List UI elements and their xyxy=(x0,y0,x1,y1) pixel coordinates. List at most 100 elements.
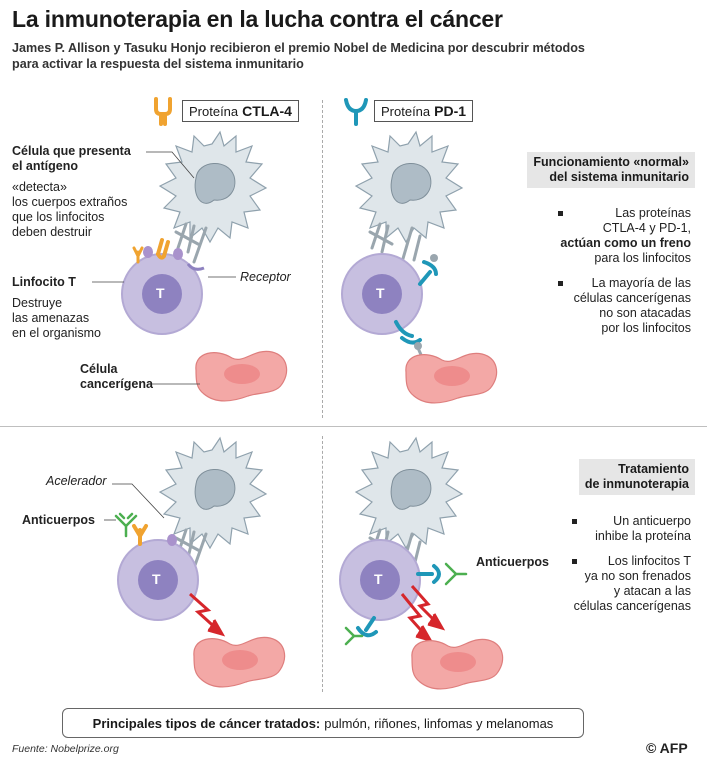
treatment-heading-line-1: Tratamiento xyxy=(618,462,689,476)
antibodies-label-right: Anticuerpos xyxy=(476,555,549,569)
divider-horizontal xyxy=(0,426,707,427)
treatment-bullet-2: Los linfocitos T ya no son frenados y at… xyxy=(571,554,691,614)
normal-b1-line-3: actúan como un freno xyxy=(560,236,691,250)
b7-ligand-top-left xyxy=(143,246,183,260)
treatment-b2-line-2: ya no son frenados xyxy=(584,569,691,583)
normal-b2-line-2: células cancerígenas xyxy=(573,291,691,305)
treatment-heading-line-2: de inmunoterapia xyxy=(584,477,689,491)
apc-title-line-2: el antígeno xyxy=(12,159,78,173)
tcell-desc-line-3: en el organismo xyxy=(12,326,101,340)
cancer-types-value: pulmón, riñones, linfomas y melanomas xyxy=(324,715,554,731)
tcell-desc-line-2: las amenazas xyxy=(12,311,90,325)
apc-cell-bottom-left xyxy=(159,437,267,549)
normal-bullets: Las proteínas CTLA-4 y PD-1, actúan como… xyxy=(558,206,691,346)
accelerator-label: Acelerador xyxy=(46,474,107,488)
tcr-mhc-top-right xyxy=(368,222,422,264)
normal-b2-line-4: por los linfocitos xyxy=(601,321,691,335)
ctla4-bound-top-left xyxy=(156,238,170,260)
afp-logo: © AFP xyxy=(646,740,688,756)
ctla4-bottom-left xyxy=(132,524,148,546)
page-title: La inmunoterapia en la lucha contra el c… xyxy=(12,6,503,32)
tcell-top-right xyxy=(341,253,423,335)
tcell-letter-bottom-left: T xyxy=(152,571,161,587)
ctla4-free-top-left xyxy=(132,246,144,264)
b7-ligand-bottom-left xyxy=(167,534,177,546)
cancer-cell-bottom-left xyxy=(193,636,286,688)
treatment-b2-line-4: células cancerígenas xyxy=(573,599,691,613)
treatment-bullets: Un anticuerpo inhibe la proteína Los lin… xyxy=(571,514,691,624)
antibody-bottom-right-2 xyxy=(344,626,364,646)
bullet-square-icon xyxy=(558,281,564,286)
treatment-b2-line-1: Los linfocitos T xyxy=(607,554,691,568)
antibodies-label-left: Anticuerpos xyxy=(22,513,95,527)
receptor-line-top-left xyxy=(186,263,205,271)
tcell-bottom-left xyxy=(117,539,199,621)
apc-desc-line-2: los cuerpos extraños xyxy=(12,195,128,209)
normal-b2-line-3: no son atacadas xyxy=(599,306,691,320)
apc-desc-line-1: «detecta» xyxy=(12,180,67,194)
header-ctla4: Proteína CTLA-4 xyxy=(150,96,299,126)
bullet-square-icon xyxy=(571,519,577,524)
tcell-letter-bottom-right: T xyxy=(374,571,383,587)
subtitle-line-2: para activar la respuesta del sistema in… xyxy=(12,57,304,71)
header-ctla4-prefix: Proteína xyxy=(189,103,239,119)
treatment-b1-line-1: Un anticuerpo xyxy=(613,514,691,528)
normal-b2-line-1: La mayoría de las xyxy=(591,276,691,290)
antibody-bottom-left xyxy=(114,512,138,538)
cancer-cell-top-left xyxy=(195,350,288,402)
cancer-cell-bottom-right xyxy=(411,638,504,690)
normal-heading-line-2: del sistema inmunitario xyxy=(549,170,689,184)
tcell-desc-line-1: Destruye xyxy=(12,296,63,310)
ctla4-receptor-icon xyxy=(154,97,172,126)
leader-lines-bottom-left xyxy=(104,483,165,521)
apc-desc-line-4: deben destruir xyxy=(12,225,92,239)
bullet-square-icon xyxy=(558,211,564,216)
header-pd1-box: Proteína PD-1 xyxy=(374,100,474,122)
page-subtitle: James P. Allison y Tasuku Honjo recibier… xyxy=(12,40,692,72)
normal-heading-line-1: Funcionamiento «normal» xyxy=(533,155,689,169)
apc-cell-top-right xyxy=(355,131,463,243)
header-pd1-prefix: Proteína xyxy=(381,103,431,119)
apc-desc-line-3: que los linfocitos xyxy=(12,210,105,224)
tcell-top-left xyxy=(121,253,203,335)
treatment-state-heading: Tratamiento de inmunoterapia xyxy=(578,459,695,495)
divider-bottom xyxy=(322,436,323,692)
header-ctla4-box: Proteína CTLA-4 xyxy=(182,100,299,122)
tcell-bottom-right xyxy=(339,539,421,621)
normal-state-heading: Funcionamiento «normal» del sistema inmu… xyxy=(527,152,695,188)
apc-title-line-1: Célula que presenta xyxy=(12,144,131,158)
pd1-bound-top-right xyxy=(394,260,438,345)
leader-lines-top-left xyxy=(92,151,236,385)
divider-top xyxy=(322,100,323,418)
attack-arrows-bottom-right xyxy=(400,585,446,643)
normal-b1-line-4: para los linfocitos xyxy=(594,251,691,265)
attack-arrow-bottom-left xyxy=(189,592,226,637)
treatment-b1-line-2: inhibe la proteína xyxy=(595,529,691,543)
antibody-bottom-right-1 xyxy=(444,562,468,586)
pdl1-ligand-top-right xyxy=(414,254,438,350)
header-pd1-name: PD-1 xyxy=(434,103,467,119)
bullet-square-icon xyxy=(571,559,577,564)
subtitle-line-1: James P. Allison y Tasuku Honjo recibier… xyxy=(12,41,585,55)
pd1-receptor-icon xyxy=(344,98,368,126)
normal-b1-line-1: Las proteínas xyxy=(615,206,691,220)
apc-cell-bottom-right xyxy=(355,437,463,549)
normal-bullet-1: Las proteínas CTLA-4 y PD-1, actúan como… xyxy=(558,206,691,266)
cancer-types-label: Principales tipos de cáncer tratados: xyxy=(92,715,321,731)
header-pd1: Proteína PD-1 xyxy=(342,96,474,126)
treatment-b2-line-3: y atacan a las xyxy=(613,584,691,598)
cancer-label-line-2: cancerígena xyxy=(80,377,153,391)
normal-bullet-2: La mayoría de las células cancerígenas n… xyxy=(558,276,691,336)
tcr-mhc-top-left xyxy=(174,222,208,264)
normal-b1-line-2: CTLA-4 y PD-1, xyxy=(602,221,691,235)
receptor-label: Receptor xyxy=(240,270,291,284)
treatment-bullet-1: Un anticuerpo inhibe la proteína xyxy=(571,514,691,544)
tcell-letter-top-left: T xyxy=(156,285,165,301)
cancer-label-line-1: Célula xyxy=(80,362,118,376)
tcell-title: Linfocito T xyxy=(12,275,76,289)
source-note: Fuente: Nobelprize.org xyxy=(12,743,119,755)
pd1-bottom-right xyxy=(356,564,441,638)
cancer-types-box: Principales tipos de cáncer tratados: pu… xyxy=(62,708,584,738)
apc-cell-top-left xyxy=(159,131,267,243)
